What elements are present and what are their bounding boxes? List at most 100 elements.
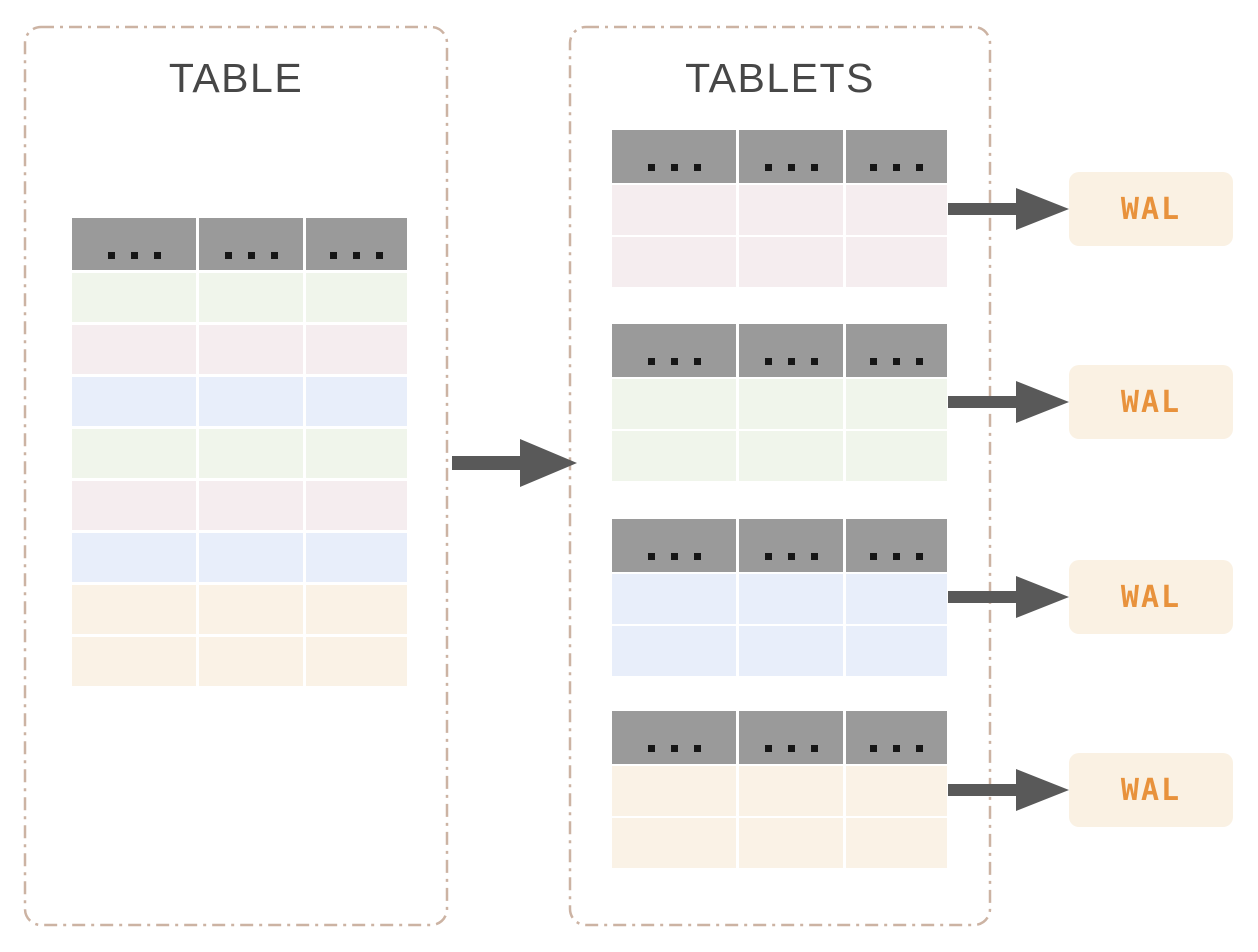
table-cell-blue <box>846 626 947 676</box>
table-cell-green <box>72 273 196 322</box>
arrow-tablet2-to-wal-icon <box>948 381 1069 423</box>
table-cell-orange <box>199 637 303 686</box>
wal-box-1: WAL <box>1069 172 1233 246</box>
table-cell-pink <box>846 237 947 287</box>
table-cell-green <box>306 273 407 322</box>
ellipsis-icon <box>764 745 818 752</box>
dot <box>647 745 655 752</box>
dot <box>916 164 923 171</box>
wal-label: WAL <box>1120 772 1182 808</box>
table-cell-blue <box>612 574 736 624</box>
table-cell-green <box>846 379 947 429</box>
dot <box>893 745 900 752</box>
dot <box>870 745 877 752</box>
dot <box>670 164 678 171</box>
table-cell-blue <box>72 377 196 426</box>
table-cell-orange <box>739 818 843 868</box>
dot <box>764 164 772 171</box>
table-cell-green <box>612 379 736 429</box>
ellipsis-icon <box>870 358 923 365</box>
table-cell-green <box>739 431 843 481</box>
table-cell-pink <box>612 237 736 287</box>
table-cell-orange <box>612 818 736 868</box>
dot <box>916 745 923 752</box>
ellipsis-icon <box>647 164 701 171</box>
table-cell-green <box>739 379 843 429</box>
table-cell-blue <box>739 574 843 624</box>
table-header-cell <box>846 130 947 183</box>
ellipsis-icon <box>107 251 161 259</box>
wal-label: WAL <box>1120 191 1182 227</box>
ellipsis-icon <box>870 164 923 171</box>
dot <box>764 553 772 560</box>
arrow-tablet3-to-wal-icon <box>948 576 1069 618</box>
dot <box>787 553 795 560</box>
dot <box>916 358 923 365</box>
wal-box-4: WAL <box>1069 753 1233 827</box>
table-cell-blue <box>306 533 407 582</box>
ellipsis-icon <box>870 553 923 560</box>
left-panel-border <box>23 25 449 927</box>
dot <box>693 553 701 560</box>
dot <box>670 358 678 365</box>
table-cell-pink <box>306 325 407 374</box>
dot <box>893 358 900 365</box>
table-cell-orange <box>612 766 736 816</box>
table-header-cell <box>846 324 947 377</box>
table-cell-green <box>72 429 196 478</box>
dot <box>810 553 818 560</box>
dot <box>810 358 818 365</box>
table-cell-blue <box>739 626 843 676</box>
dot <box>810 164 818 171</box>
table-header-cell <box>612 519 736 572</box>
dot <box>670 745 678 752</box>
table-cell-pink <box>306 481 407 530</box>
table-header-cell <box>739 519 843 572</box>
right-panel-title: TABLETS <box>685 55 875 101</box>
dot <box>870 164 877 171</box>
ellipsis-icon <box>764 358 818 365</box>
table-cell-green <box>846 431 947 481</box>
table-cell-blue <box>846 574 947 624</box>
ellipsis-icon <box>647 553 701 560</box>
table-cell-blue <box>199 533 303 582</box>
arrow-table-to-tablets-icon <box>452 439 577 487</box>
source-table <box>72 218 407 686</box>
ellipsis-icon <box>870 745 923 752</box>
dot <box>224 251 232 259</box>
table-header-cell <box>846 519 947 572</box>
dot <box>787 164 795 171</box>
tablet-table-2 <box>612 324 947 481</box>
table-cell-orange <box>199 585 303 634</box>
table-cell-blue <box>199 377 303 426</box>
dot <box>670 553 678 560</box>
dot <box>270 251 278 259</box>
table-cell-orange <box>846 818 947 868</box>
table-cell-pink <box>739 185 843 235</box>
ellipsis-icon <box>764 164 818 171</box>
table-header-cell <box>739 711 843 764</box>
wal-label: WAL <box>1120 579 1182 615</box>
dot <box>893 164 900 171</box>
table-cell-blue <box>72 533 196 582</box>
dot <box>153 251 161 259</box>
dot <box>787 745 795 752</box>
table-header-cell <box>306 218 407 270</box>
table-cell-pink <box>72 325 196 374</box>
dot <box>647 553 655 560</box>
table-cell-blue <box>306 377 407 426</box>
table-header-cell <box>199 218 303 270</box>
dot <box>916 553 923 560</box>
dot <box>693 164 701 171</box>
table-cell-pink <box>199 481 303 530</box>
dot <box>764 745 772 752</box>
tablet-table-4 <box>612 711 947 868</box>
table-cell-green <box>306 429 407 478</box>
dot <box>647 164 655 171</box>
ellipsis-icon <box>647 745 701 752</box>
table-header-cell <box>846 711 947 764</box>
table-header-cell <box>72 218 196 270</box>
ellipsis-icon <box>764 553 818 560</box>
